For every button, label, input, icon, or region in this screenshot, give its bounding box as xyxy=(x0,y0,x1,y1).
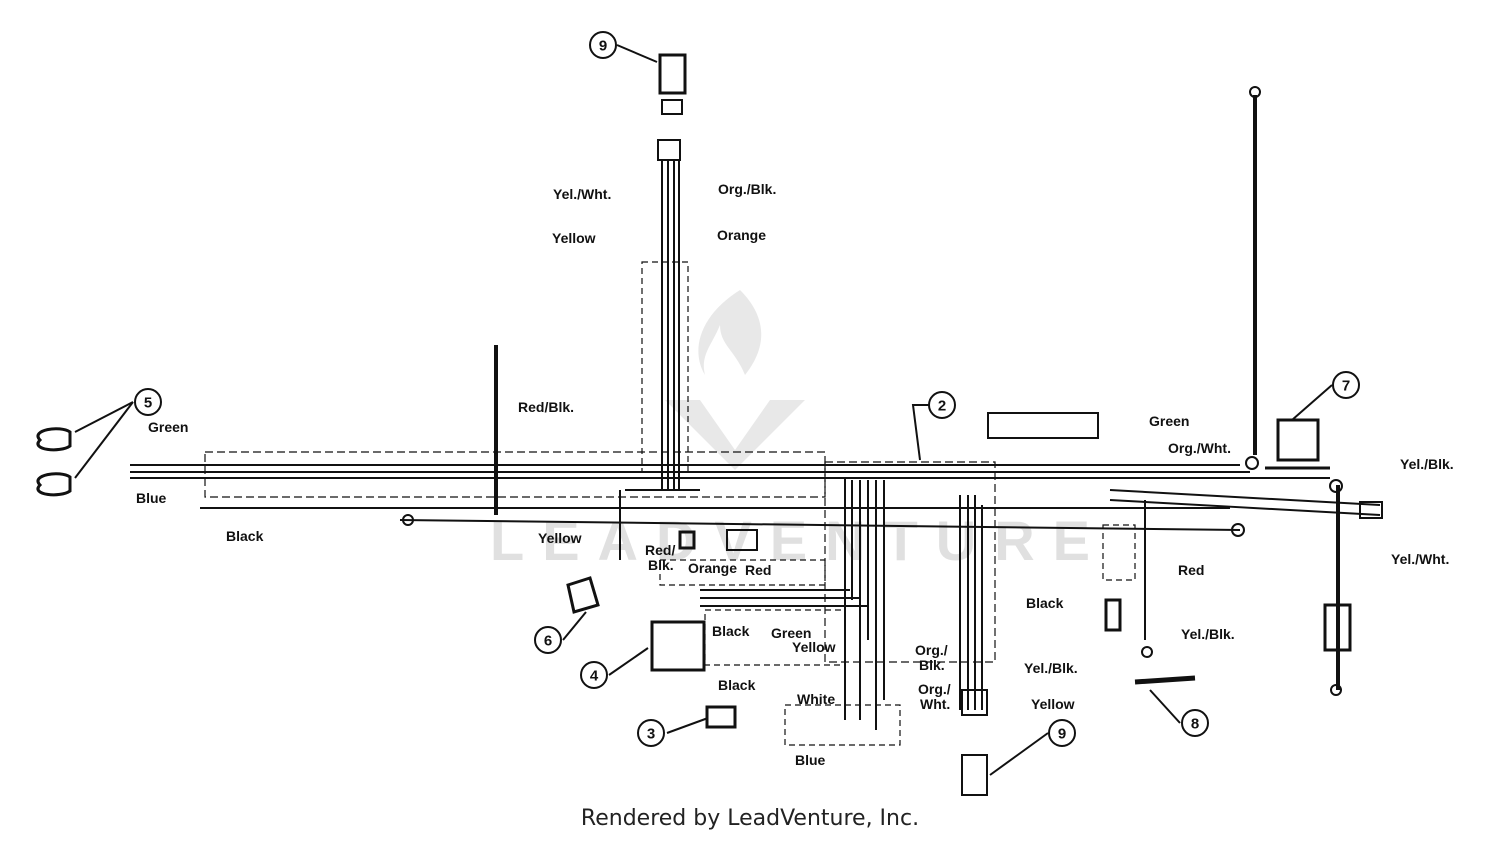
wire-label: Black xyxy=(226,528,264,544)
connector-icon xyxy=(658,53,687,95)
wire-label: Red/Blk. xyxy=(518,399,574,415)
wire-label: Yel./Wht. xyxy=(1391,551,1449,567)
svg-text:6: 6 xyxy=(544,633,552,650)
callout-3: 3 xyxy=(637,719,665,747)
callout-9-bottom: 9 xyxy=(1048,719,1076,747)
wire-label: Org./ xyxy=(915,642,948,658)
callout-9-top: 9 xyxy=(589,31,617,59)
wire-label: Blk. xyxy=(648,557,674,573)
wire-label: Blue xyxy=(136,490,167,506)
wire-label: Yellow xyxy=(552,230,596,246)
wire-label: Yel./Wht. xyxy=(553,186,611,202)
top-connector xyxy=(657,139,681,161)
ignition-icon xyxy=(1276,418,1320,462)
wire-label: Yellow xyxy=(792,639,836,655)
svg-text:4: 4 xyxy=(590,668,599,685)
wire-label: Blue xyxy=(795,752,826,768)
bulb-icon xyxy=(36,472,72,497)
callout-2: 2 xyxy=(928,391,956,419)
wire-label: Org./ xyxy=(918,681,951,697)
callout-4: 4 xyxy=(580,661,608,689)
callout-5: 5 xyxy=(134,388,162,416)
wire-label: Green xyxy=(771,625,811,641)
wire-label: Red xyxy=(1178,562,1204,578)
wire-label: Red/ xyxy=(645,542,675,558)
wire-label: Yel./Blk. xyxy=(1400,456,1454,472)
svg-text:9: 9 xyxy=(1058,726,1066,743)
watermark: LEADVENTURE xyxy=(490,290,1108,572)
wire-label: Black xyxy=(712,623,750,639)
wire-label: Yellow xyxy=(1031,696,1075,712)
wire-label: Yel./Blk. xyxy=(1181,626,1235,642)
wire-label: White xyxy=(797,691,835,707)
switch-icon xyxy=(566,576,600,614)
key-icon xyxy=(1134,675,1196,685)
svg-text:7: 7 xyxy=(1342,378,1350,395)
callout-7: 7 xyxy=(1332,371,1360,399)
solenoid-icon xyxy=(650,620,706,672)
wire-label: Black xyxy=(718,677,756,693)
callout-6: 6 xyxy=(534,626,562,654)
flame-logo-icon xyxy=(698,290,762,375)
watermark-text: LEADVENTURE xyxy=(490,509,1108,572)
callout-8: 8 xyxy=(1181,709,1209,737)
svg-text:8: 8 xyxy=(1191,716,1199,733)
footer-credit: Rendered by LeadVenture, Inc. xyxy=(580,806,920,831)
wire-labels: Yel./Wht. Org./Blk. Yellow Orange Red/Bl… xyxy=(136,181,1454,768)
wire-label: Green xyxy=(1149,413,1189,429)
wire-label: Wht. xyxy=(920,696,950,712)
wire-label: Org./Blk. xyxy=(718,181,776,197)
wire-label: Green xyxy=(148,419,188,435)
v-logo-icon xyxy=(665,400,805,470)
bracket-icon xyxy=(987,412,1099,439)
wire-label: Org./Wht. xyxy=(1168,440,1231,456)
wire-label: Orange xyxy=(717,227,766,243)
wire-label: Red xyxy=(745,562,771,578)
wire-label: Orange xyxy=(688,560,737,576)
svg-text:2: 2 xyxy=(938,398,946,415)
wire-label: Yellow xyxy=(538,530,582,546)
svg-text:9: 9 xyxy=(599,38,607,55)
switch-icon xyxy=(705,705,737,729)
wire-label: Yel./Blk. xyxy=(1024,660,1078,676)
svg-text:3: 3 xyxy=(647,726,655,743)
wire-label: Blk. xyxy=(919,657,945,673)
wire-label: Black xyxy=(1026,595,1064,611)
svg-text:5: 5 xyxy=(144,395,152,412)
bulb-icon xyxy=(36,427,72,452)
